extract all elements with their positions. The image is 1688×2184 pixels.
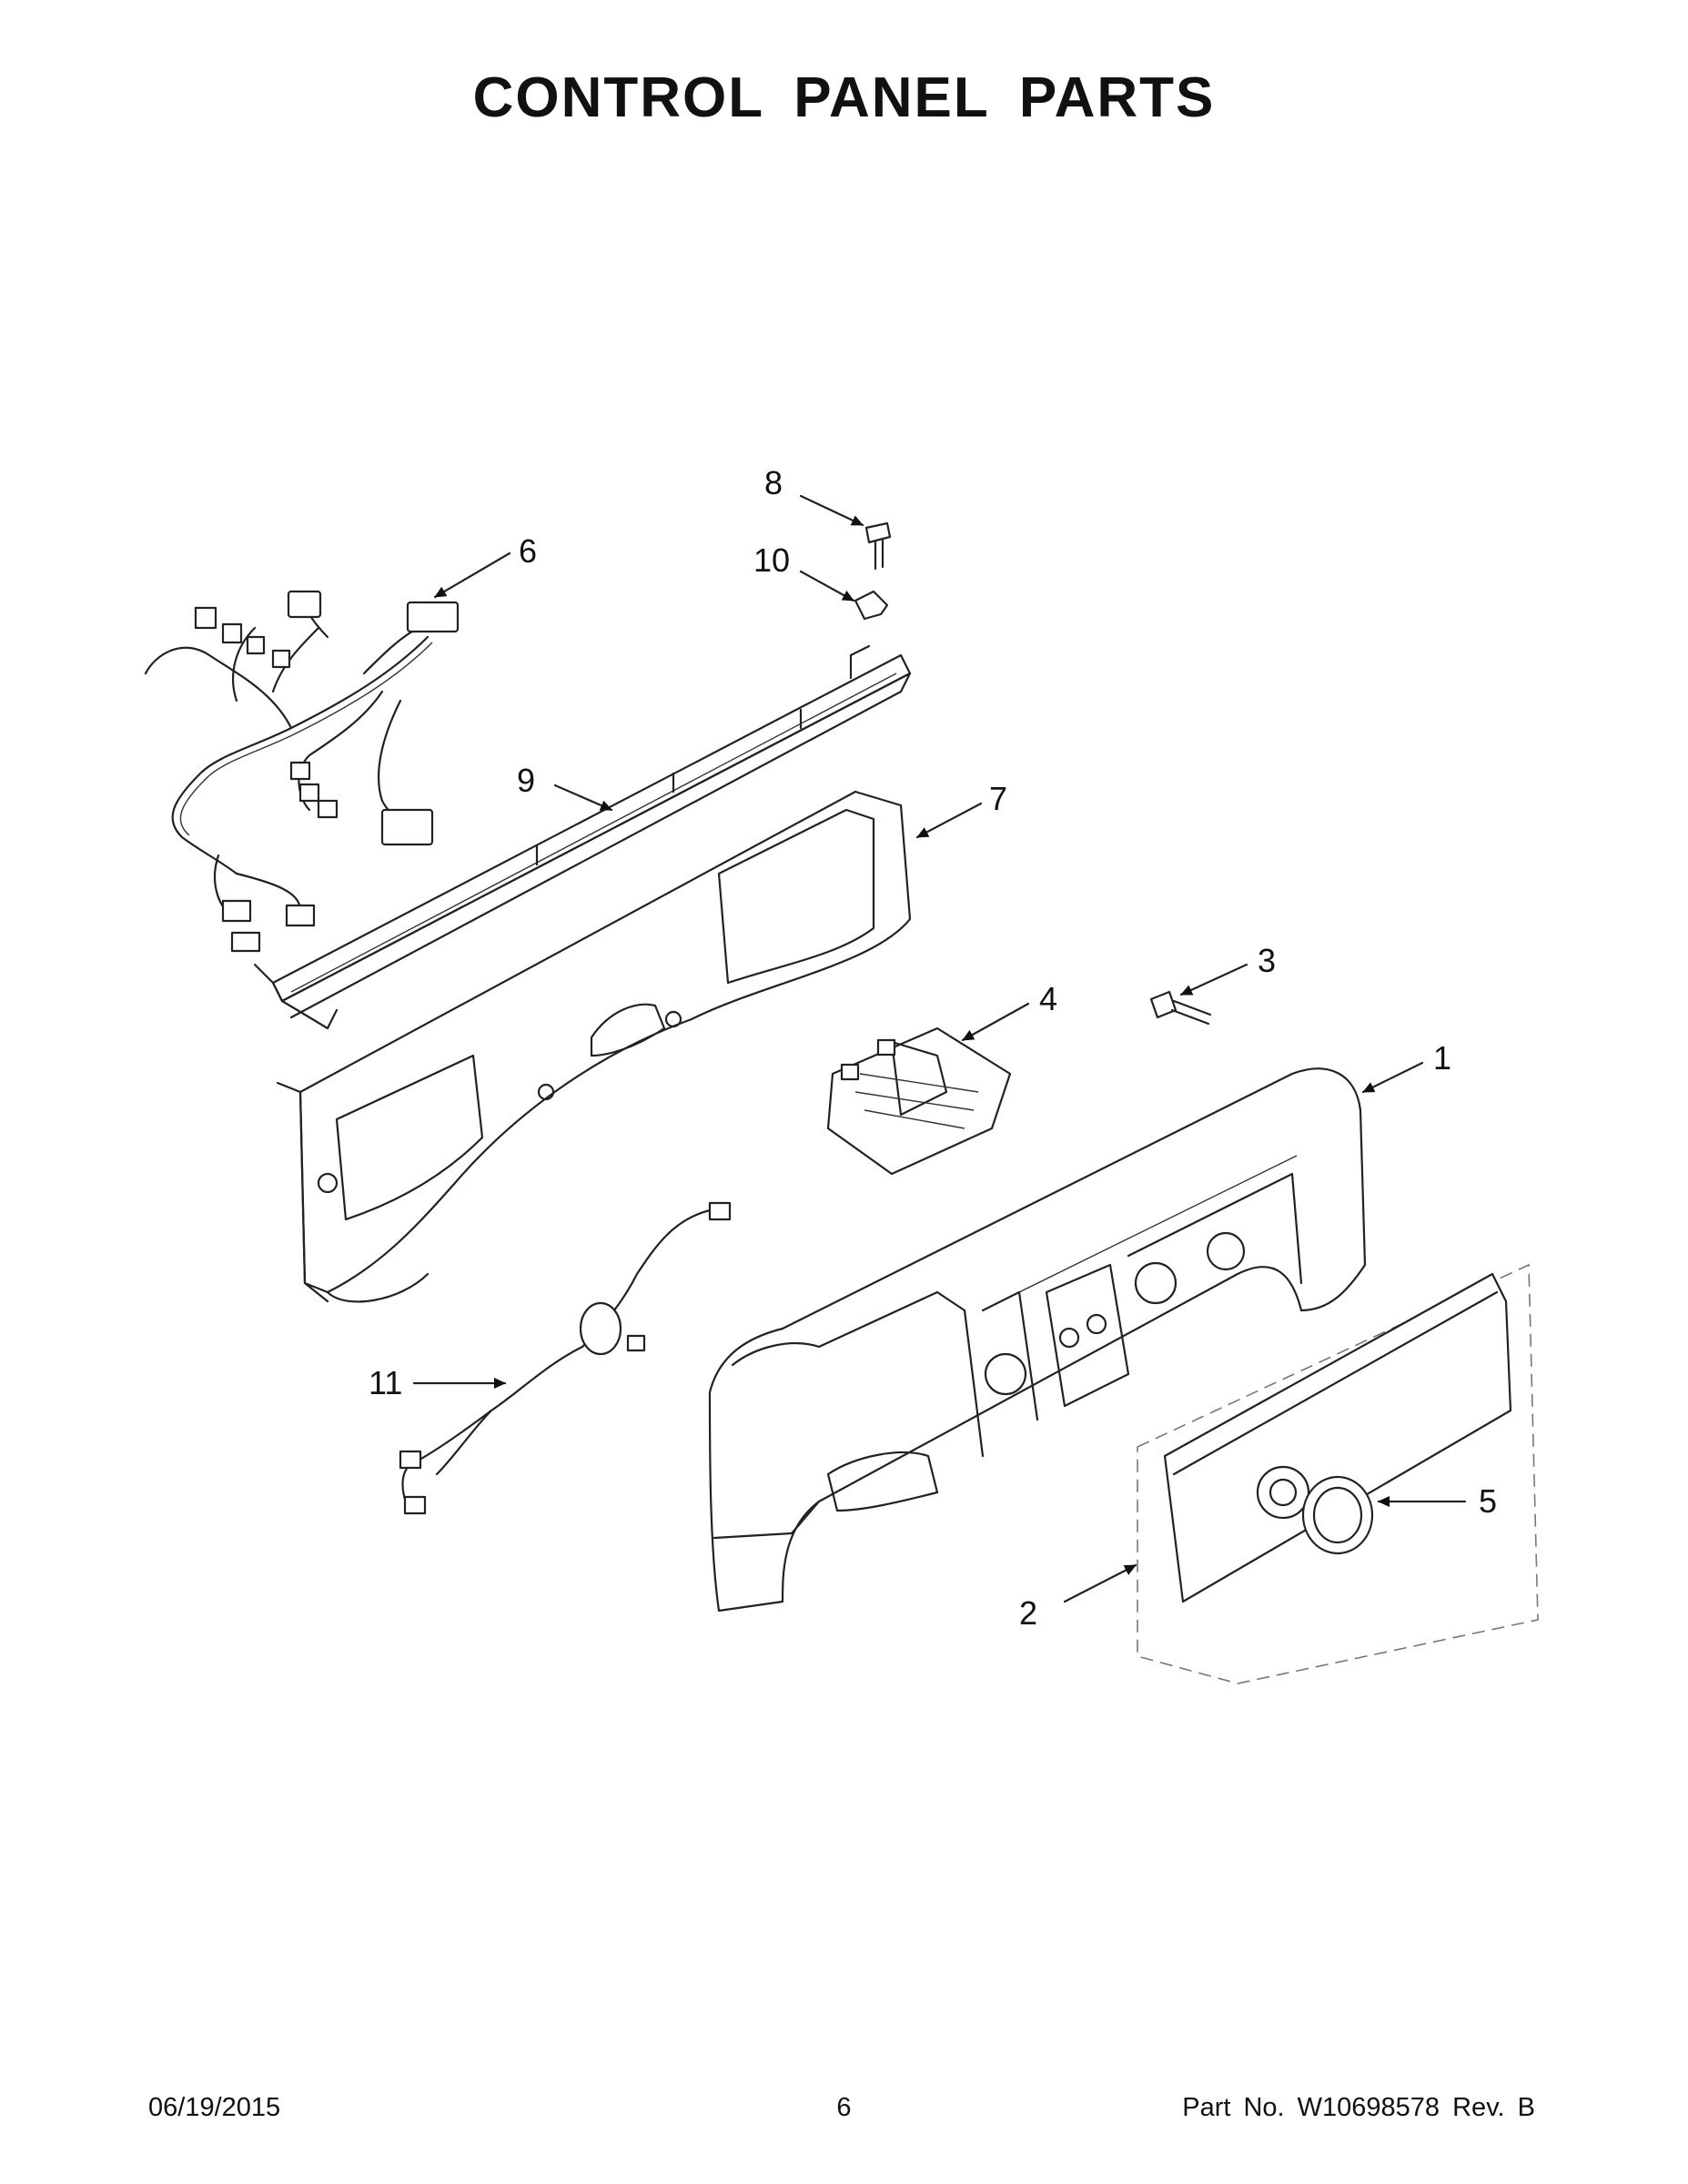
screw-part-8 xyxy=(864,521,892,571)
callout-10: 10 xyxy=(753,541,790,579)
callout-labels: 8 10 6 9 7 3 4 1 5 2 11 xyxy=(369,464,1497,1632)
callout-4: 4 xyxy=(1039,980,1057,1017)
leader-7 xyxy=(915,802,983,839)
callout-11: 11 xyxy=(369,1364,402,1401)
screw-part-3 xyxy=(1149,990,1212,1026)
callout-6: 6 xyxy=(519,532,537,570)
callout-2: 2 xyxy=(1019,1594,1037,1632)
control-board xyxy=(826,1026,1012,1176)
leader-lines xyxy=(412,494,1467,1603)
leader-3 xyxy=(1179,963,1248,996)
leader-1 xyxy=(1361,1061,1424,1094)
leader-9 xyxy=(553,784,613,812)
control-panel-bracket xyxy=(253,644,912,1030)
wire-clip-part-10 xyxy=(854,590,889,621)
leader-10 xyxy=(799,570,855,602)
leader-8 xyxy=(799,494,864,527)
console-rear-panel xyxy=(276,790,912,1303)
callout-3: 3 xyxy=(1258,942,1276,979)
sensor-harness xyxy=(399,1201,732,1515)
footer-date: 06/19/2015 xyxy=(148,2093,281,2122)
callout-9: 9 xyxy=(517,762,535,799)
wire-harness xyxy=(144,590,460,953)
callout-1: 1 xyxy=(1433,1039,1451,1077)
footer-page-number: 6 xyxy=(836,2093,852,2122)
leader-2 xyxy=(1063,1563,1137,1603)
footer-part-number: Part No. W10698578 Rev. B xyxy=(1182,2093,1535,2122)
leader-6 xyxy=(433,551,511,599)
callout-8: 8 xyxy=(764,464,783,501)
leader-4 xyxy=(961,1002,1030,1042)
callout-5: 5 xyxy=(1479,1482,1497,1520)
page-title: CONTROL PANEL PARTS xyxy=(472,66,1216,129)
callout-7: 7 xyxy=(989,780,1007,817)
control-panel-overlay xyxy=(1137,1263,1539,1684)
console-housing xyxy=(708,1067,1367,1613)
selector-knob xyxy=(1301,1475,1374,1555)
